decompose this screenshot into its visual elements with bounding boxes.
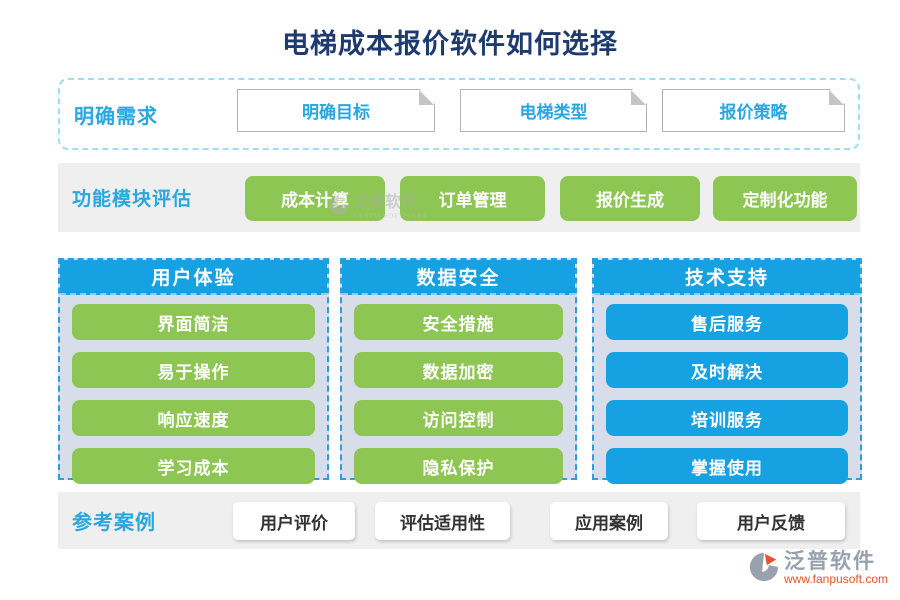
modules-section: 功能模块评估 成本计算 订单管理 报价生成 定制化功能 xyxy=(58,163,860,232)
requirements-section: 明确需求 明确目标 电梯类型 报价策略 xyxy=(58,78,860,150)
ux-item-learning-cost[interactable]: 学习成本 xyxy=(72,448,315,484)
requirements-label: 明确需求 xyxy=(74,105,158,128)
ux-item-response-speed[interactable]: 响应速度 xyxy=(72,400,315,436)
module-item-cost-calc[interactable]: 成本计算 xyxy=(245,176,385,221)
case-item-application-cases[interactable]: 应用案例 xyxy=(550,502,668,540)
ux-item-simple-ui[interactable]: 界面简洁 xyxy=(72,304,315,340)
fanpu-logo-name: 泛普软件 xyxy=(784,550,876,573)
security-item-privacy[interactable]: 隐私保护 xyxy=(354,448,563,484)
requirement-item-elevator-type[interactable]: 电梯类型 xyxy=(460,89,647,132)
fanpu-logo-icon xyxy=(748,551,780,588)
page-title: 电梯成本报价软件如何选择 xyxy=(282,29,618,59)
support-item-after-sales[interactable]: 售后服务 xyxy=(606,304,848,340)
column-user-experience: 用户体验 界面简洁 易于操作 响应速度 学习成本 xyxy=(58,258,329,484)
security-item-encryption[interactable]: 数据加密 xyxy=(354,352,563,388)
module-item-order-mgmt[interactable]: 订单管理 xyxy=(400,176,545,221)
security-item-measures[interactable]: 安全措施 xyxy=(354,304,563,340)
column-header: 数据安全 xyxy=(342,260,575,295)
case-item-user-feedback[interactable]: 用户反馈 xyxy=(697,502,845,540)
support-item-timely-resolution[interactable]: 及时解决 xyxy=(606,352,848,388)
support-item-training[interactable]: 培训服务 xyxy=(606,400,848,436)
modules-label: 功能模块评估 xyxy=(72,189,193,210)
case-item-user-reviews[interactable]: 用户评价 xyxy=(233,502,355,540)
cases-section: 参考案例 用户评价 评估适用性 应用案例 用户反馈 xyxy=(58,492,860,549)
cases-label: 参考案例 xyxy=(72,512,156,534)
fanpu-logo-url: www.fanpusoft.com xyxy=(784,572,889,586)
requirement-item-pricing-strategy[interactable]: 报价策略 xyxy=(662,89,845,132)
support-item-mastery[interactable]: 掌握使用 xyxy=(606,448,848,484)
column-data-security: 数据安全 安全措施 数据加密 访问控制 隐私保护 xyxy=(340,258,577,484)
security-item-access-control[interactable]: 访问控制 xyxy=(354,400,563,436)
fanpu-logo: 泛普软件 www.fanpusoft.com xyxy=(748,551,888,588)
module-item-quote-gen[interactable]: 报价生成 xyxy=(560,176,700,221)
requirement-item-goal[interactable]: 明确目标 xyxy=(237,89,435,132)
module-item-customization[interactable]: 定制化功能 xyxy=(713,176,857,221)
column-header: 用户体验 xyxy=(60,260,327,295)
case-item-applicability[interactable]: 评估适用性 xyxy=(375,502,510,540)
column-tech-support: 技术支持 售后服务 及时解决 培训服务 掌握使用 xyxy=(592,258,862,484)
column-header: 技术支持 xyxy=(594,260,860,295)
ux-item-easy-to-use[interactable]: 易于操作 xyxy=(72,352,315,388)
